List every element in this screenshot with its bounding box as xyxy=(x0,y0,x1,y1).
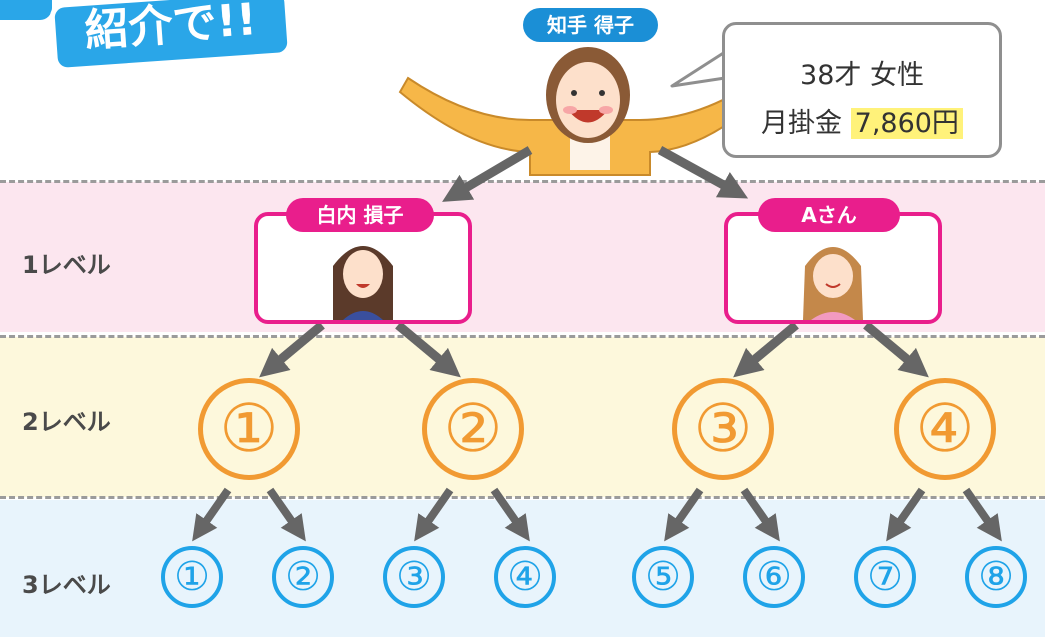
divider-line xyxy=(0,180,1045,183)
level1-label: 1レベル xyxy=(22,251,111,279)
info-premium-amount: 7,860円 xyxy=(850,108,963,139)
top-person-name-badge: 知手 得子 xyxy=(523,8,658,42)
info-age-gender: 38才 女性 xyxy=(800,60,924,91)
top-person-illustration xyxy=(398,47,770,176)
level3-node: ⑤ xyxy=(632,546,694,608)
level3-node: ② xyxy=(272,546,334,608)
divider-line xyxy=(0,335,1045,338)
level2-label: 2レベル xyxy=(22,408,111,436)
info-bubble: 38才 女性 月掛金 7,860円 xyxy=(722,22,1002,158)
level1-name-right: Aさん xyxy=(758,198,900,232)
level2-node: ① xyxy=(198,378,300,480)
title-badge-tab xyxy=(0,0,52,20)
person-avatar-right xyxy=(803,247,863,320)
level2-node: ③ xyxy=(672,378,774,480)
info-premium-label: 月掛金 xyxy=(761,108,851,139)
info-premium: 月掛金 7,860円 xyxy=(725,101,999,140)
level3-label: 3レベル xyxy=(22,571,111,599)
level1-name-left: 白内 損子 xyxy=(286,198,434,232)
level2-node: ② xyxy=(422,378,524,480)
person-avatar-left xyxy=(333,246,393,320)
level3-node: ⑦ xyxy=(854,546,916,608)
level3-node: ① xyxy=(161,546,223,608)
level3-node: ④ xyxy=(494,546,556,608)
level2-node: ④ xyxy=(894,378,996,480)
divider-line xyxy=(0,496,1045,499)
level3-node: ⑧ xyxy=(965,546,1027,608)
level3-node: ③ xyxy=(383,546,445,608)
level3-node: ⑥ xyxy=(743,546,805,608)
